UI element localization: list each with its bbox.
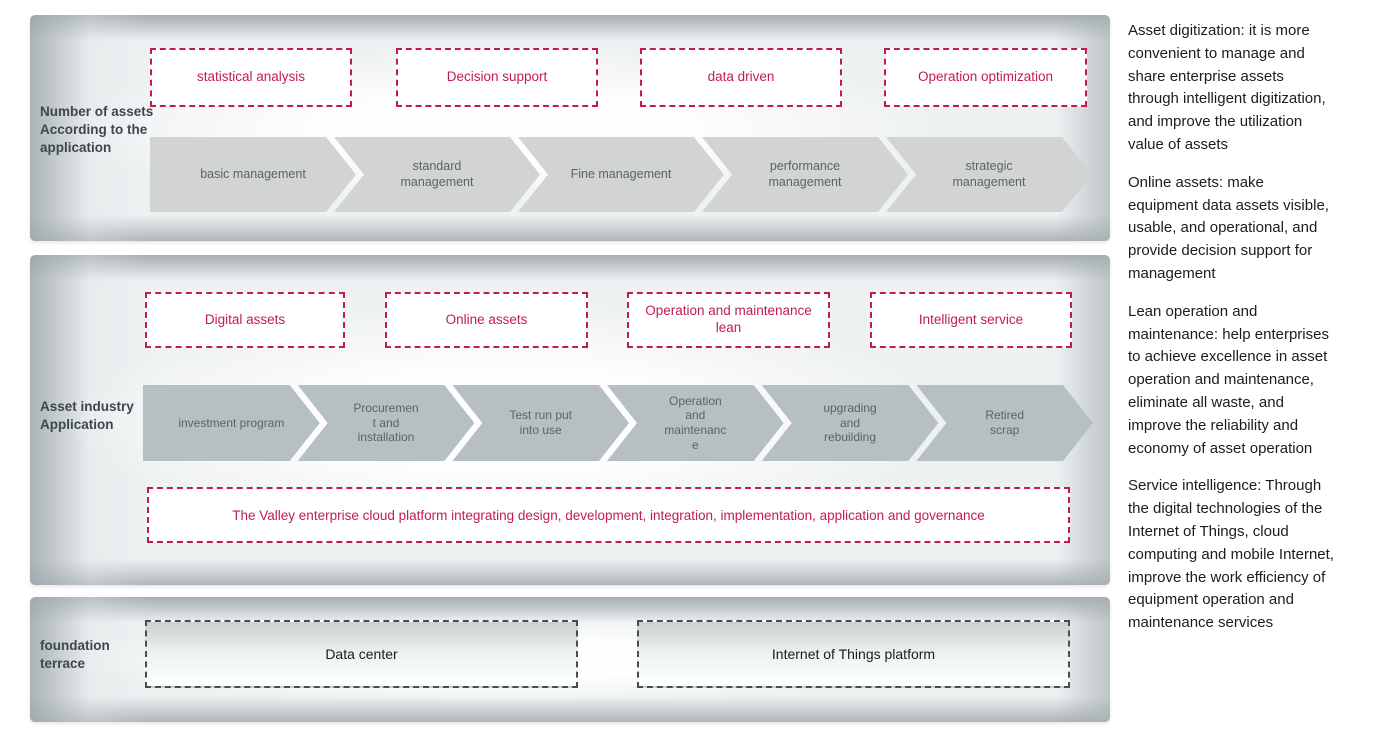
app-box-label: data driven (707, 69, 775, 85)
cloud-platform-label: The Valley enterprise cloud platform int… (232, 507, 985, 523)
foundation-box-iot-platform: Internet of Things platform (637, 620, 1070, 688)
maturity-arrow-flow: basic management standard management Fin… (150, 137, 1092, 212)
stage-arrow-performance-management: performance management (702, 137, 908, 212)
stage-arrow-upgrading-rebuilding: upgrading and rebuilding (762, 385, 939, 461)
cloud-platform-box: The Valley enterprise cloud platform int… (147, 487, 1070, 543)
band3-label: foundation terrace (40, 638, 110, 672)
app-box-intelligent-service: Intelligent service (870, 292, 1072, 348)
foundation-box-label: Data center (325, 646, 398, 662)
app-box-decision-support: Decision support (396, 48, 598, 107)
band-application-maturity: Number of assets According to the applic… (30, 15, 1110, 241)
app-box-online-assets: Online assets (385, 292, 588, 348)
app-box-label: Online assets (445, 311, 528, 327)
app-box-operation-optimization: Operation optimization (884, 48, 1087, 107)
app-box-digital-assets: Digital assets (145, 292, 345, 348)
stage-arrow-test-run: Test run put into use (452, 385, 629, 461)
lifecycle-arrow-flow: investment program Procurement and insta… (143, 385, 1093, 461)
note-lean-operation-maintenance: Lean operation and maintenance: help ent… (1128, 302, 1329, 457)
note-asset-digitization: Asset digitization: it is more convenien… (1128, 22, 1326, 153)
band-foundation-terrace: foundation terrace Data center Internet … (30, 597, 1110, 722)
note-service-intelligence: Service intelligence: Through the digita… (1128, 477, 1334, 632)
app-box-operation-maintenance-lean: Operation and maintenance lean (627, 292, 830, 348)
stage-arrow-investment-program: investment program (143, 385, 320, 461)
app-box-label: Decision support (446, 69, 548, 85)
app-box-label: statistical analysis (196, 69, 306, 85)
stage-arrow-strategic-management: strategic management (886, 137, 1092, 212)
app-box-label: Intelligent service (918, 311, 1024, 327)
app-box-label: Digital assets (204, 311, 286, 327)
note-online-assets: Online assets: make equipment data asset… (1128, 173, 1329, 282)
app-box-statistical-analysis: statistical analysis (150, 48, 352, 107)
foundation-box-label: Internet of Things platform (771, 646, 936, 662)
stage-arrow-procurement-installation: Procurement and installation (298, 385, 475, 461)
band1-label: Number of assets According to the applic… (40, 104, 154, 156)
description-column: Asset digitization: it is more convenien… (1128, 20, 1335, 650)
app-box-label: Operation and maintenance lean (645, 303, 812, 335)
stage-arrow-basic-management: basic management (150, 137, 356, 212)
stage-arrow-standard-management: standard management (334, 137, 540, 212)
foundation-box-data-center: Data center (145, 620, 578, 688)
app-box-label: Operation optimization (917, 69, 1054, 85)
stage-arrow-fine-management: Fine management (518, 137, 724, 212)
app-box-data-driven: data driven (640, 48, 842, 107)
stage-arrow-operation-maintenance: Operation and maintenance (607, 385, 784, 461)
band-asset-industry-application: Asset industry Application Digital asset… (30, 255, 1110, 585)
stage-arrow-retired-scrap: Retired scrap (916, 385, 1093, 461)
band2-label: Asset industry Application (40, 399, 134, 433)
